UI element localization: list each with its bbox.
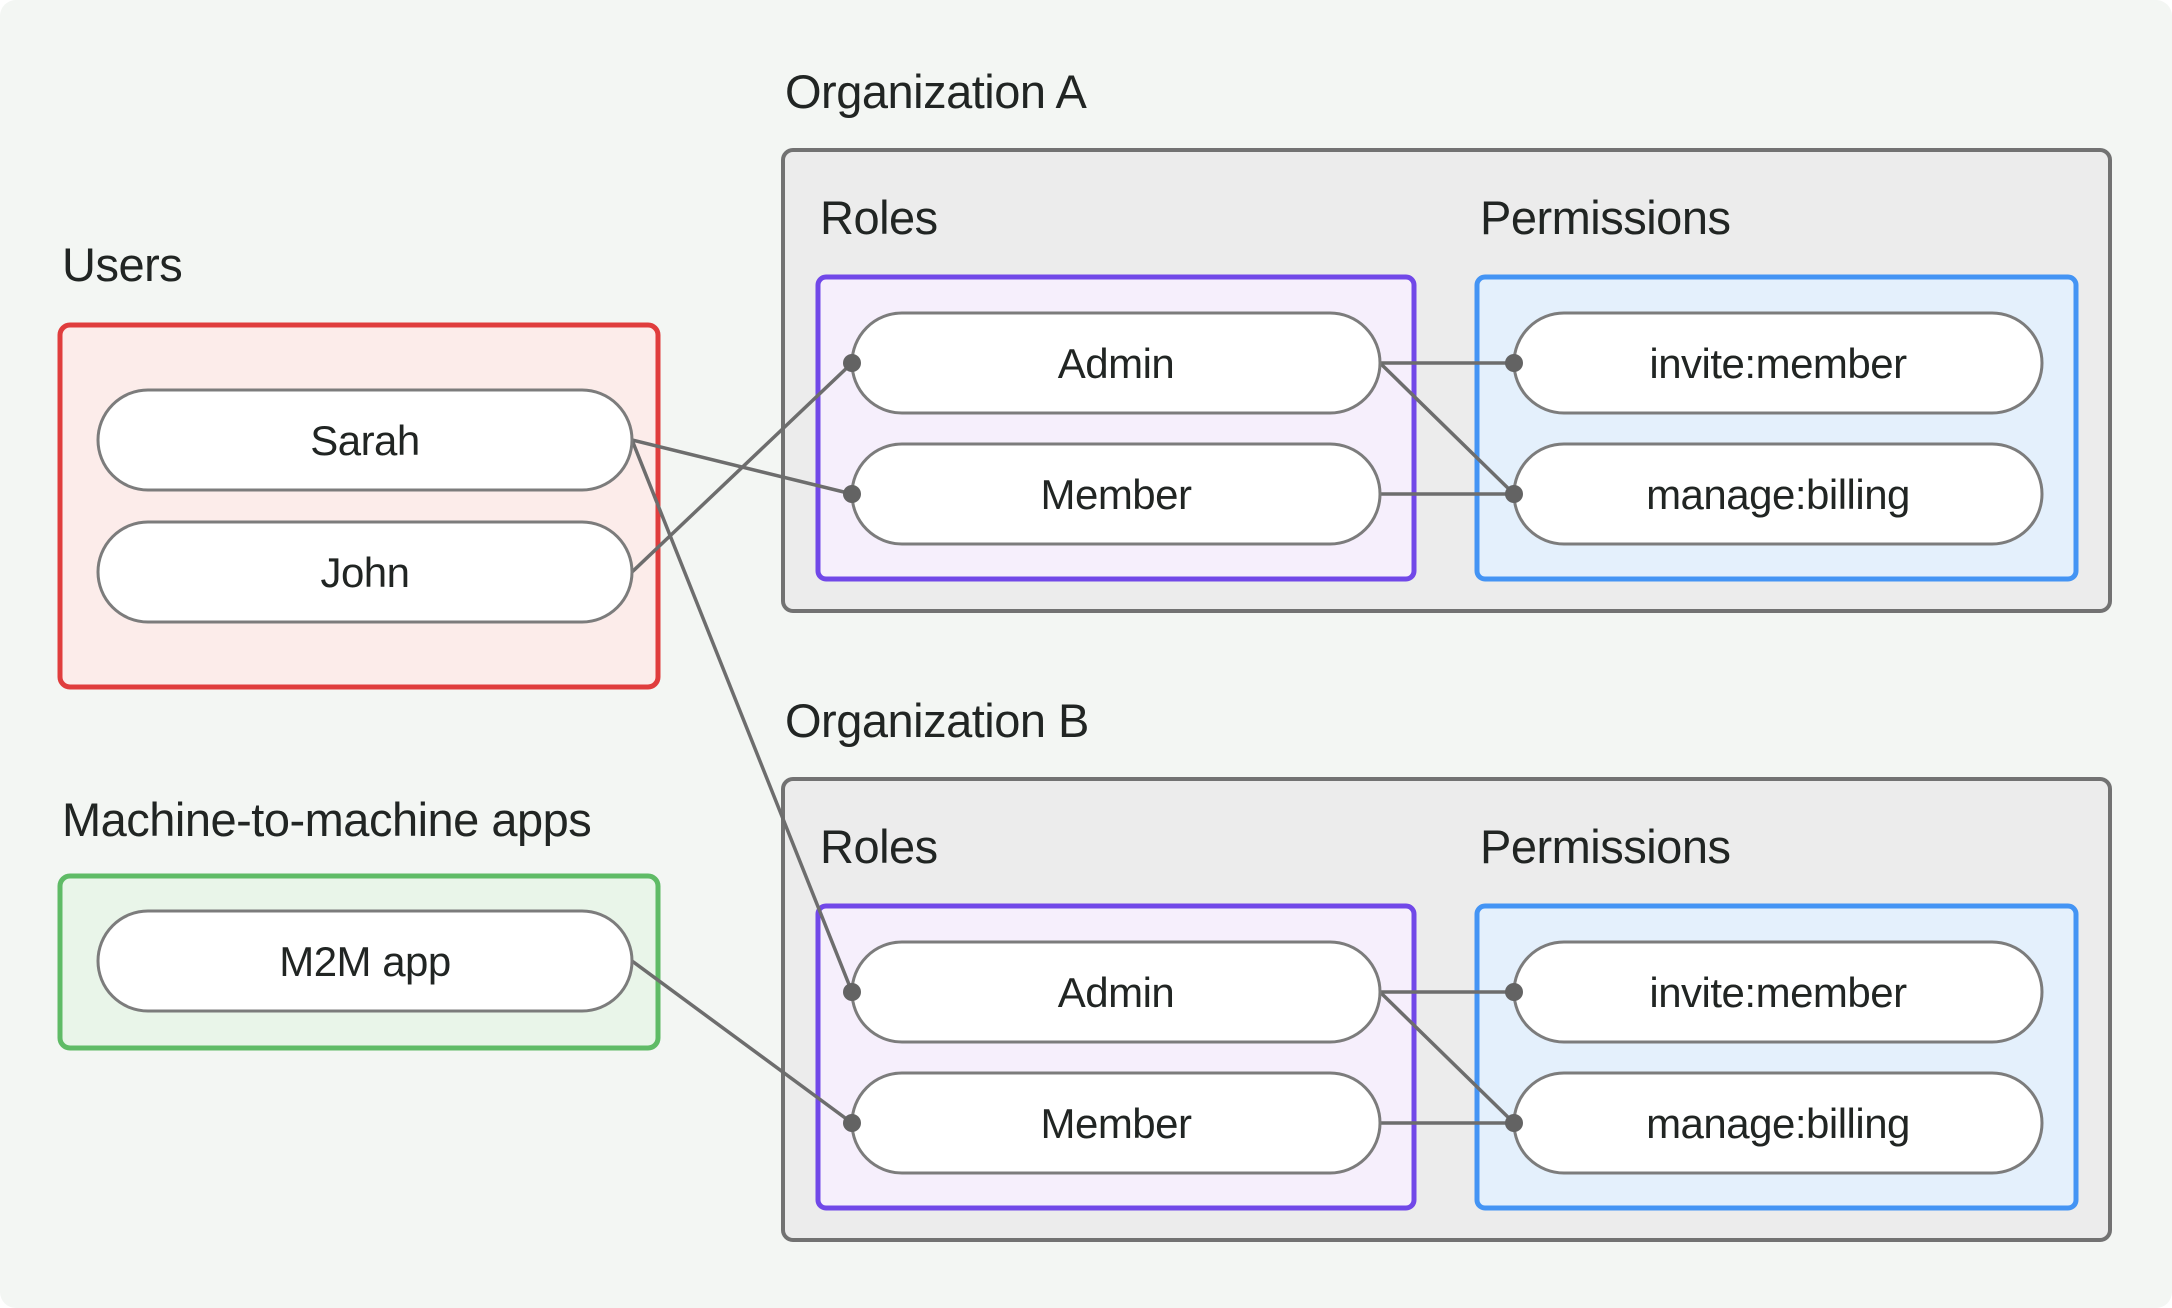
edge-sarah-to-orgB-admin <box>630 439 854 993</box>
org-a-permissions-label: Permissions <box>1480 191 1730 244</box>
connection-dot-orgA-admin <box>843 354 861 372</box>
users-section-title: Users <box>62 238 182 291</box>
org-a-title: Organization A <box>785 65 1087 118</box>
org-b-roles-label: Roles <box>820 820 938 873</box>
connection-dot-orgA-invite <box>1505 354 1523 372</box>
node-org-b-permission-invite-member-label: invite:member <box>1649 969 1907 1016</box>
node-user-john-label: John <box>320 549 409 596</box>
node-user-sarah <box>96 388 634 492</box>
connection-dot-orgB-member <box>843 1114 861 1132</box>
connection-dot-orgB-invite <box>1505 983 1523 1001</box>
node-m2m-app-label: M2M app <box>279 938 451 985</box>
node-user-john <box>96 520 634 624</box>
node-org-a-role-member-label: Member <box>1040 471 1192 518</box>
node-m2m-app <box>96 909 634 1013</box>
node-org-a-role-admin-label: Admin <box>1058 340 1175 387</box>
edge-m2m-app-to-orgB-member <box>630 959 854 1125</box>
nodes-layer: Sarah John M2M app Admin Member invite:m… <box>96 311 2044 1175</box>
node-org-a-permission-invite-member-label: invite:member <box>1649 340 1907 387</box>
edges-layer <box>630 361 1516 1125</box>
connection-dot-orgB-manage <box>1505 1114 1523 1132</box>
node-org-b-role-member-label: Member <box>1040 1100 1192 1147</box>
m2m-section-title: Machine-to-machine apps <box>62 793 591 846</box>
connection-dot-orgA-member <box>843 485 861 503</box>
edge-orgB-admin-to-orgB-manage <box>1378 990 1516 1125</box>
org-b-permissions-label: Permissions <box>1480 820 1730 873</box>
node-org-b-permission-manage-billing-label: manage:billing <box>1646 1100 1910 1147</box>
org-b-title: Organization B <box>785 694 1089 747</box>
edge-sarah-to-orgA-member <box>631 438 853 496</box>
org-a-roles-label: Roles <box>820 191 938 244</box>
connection-dot-orgA-manage <box>1505 485 1523 503</box>
dots-layer <box>843 354 1523 1132</box>
edge-orgA-admin-to-orgA-manage <box>1378 361 1516 496</box>
node-user-sarah-label: Sarah <box>310 417 420 464</box>
users-box <box>57 322 661 690</box>
node-org-a-permission-manage-billing-label: manage:billing <box>1646 471 1910 518</box>
node-org-b-role-admin-label: Admin <box>1058 969 1175 1016</box>
connection-dot-orgB-admin <box>843 983 861 1001</box>
